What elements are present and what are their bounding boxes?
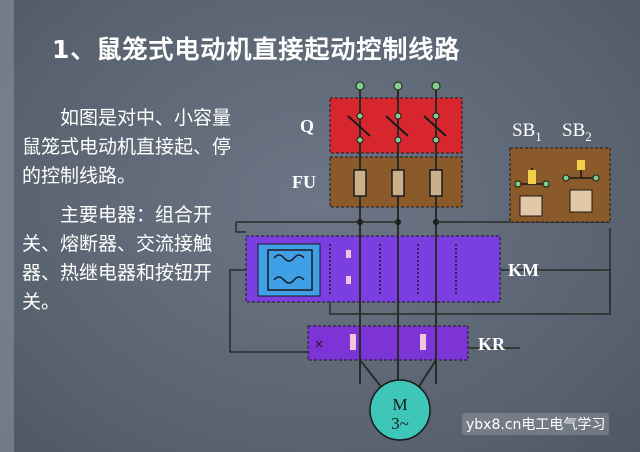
kr-relay-box: [307, 325, 469, 361]
fuse-2: [391, 169, 405, 197]
watermark: ybx8.cn电工电气学习: [462, 413, 610, 435]
motor-label-line2: 3~: [391, 414, 409, 433]
fuse-3: [429, 169, 443, 197]
label-sb2-main: SB: [562, 120, 586, 141]
slide-title: 1、鼠笼式电动机直接起动控制线路: [52, 35, 461, 64]
fuse-1: [353, 169, 367, 197]
svg-text:×: ×: [314, 337, 324, 351]
label-sb2-sub: 2: [585, 128, 592, 144]
motor-label-line1: M: [392, 395, 408, 414]
label-sb1-sub: 1: [535, 128, 542, 144]
label-sb2: SB2: [562, 120, 592, 145]
motor-label: M 3~: [372, 395, 428, 433]
label-sb1-main: SB: [512, 120, 536, 141]
label-km: KM: [508, 260, 539, 280]
control-wires: [229, 221, 611, 353]
motor: [359, 359, 437, 389]
label-sb1: SB1: [512, 120, 542, 145]
left-accent-bar: [0, 0, 14, 452]
label-kr: KR: [478, 334, 505, 354]
description-paragraph-2: 主要电器：组合开关、熔断器、交流接触器、热继电器和按钮开关。: [22, 204, 213, 313]
motor-circle: [369, 379, 431, 441]
label-fu: FU: [292, 172, 316, 192]
description-paragraph-1: 如图是对中、小容量鼠笼式电动机直接起、停的控制线路。: [22, 107, 232, 187]
label-q: Q: [300, 116, 315, 136]
description-text: 如图是对中、小容量鼠笼式电动机直接起、停的控制线路。 主要电器：组合开关、熔断器…: [22, 104, 232, 317]
